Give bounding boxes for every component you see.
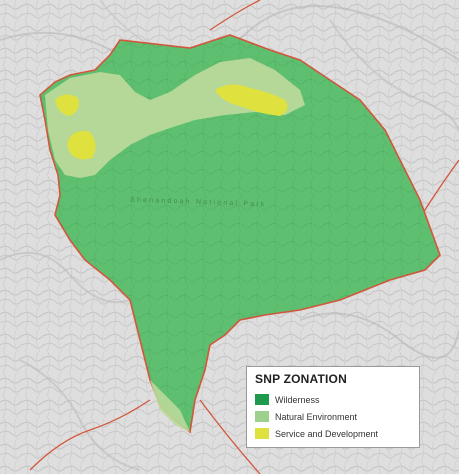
- natural-environment-zone-south: [150, 380, 190, 432]
- legend-label-natural-environment: Natural Environment: [275, 411, 358, 422]
- legend-item-natural-environment: Natural Environment: [255, 409, 411, 424]
- legend-label-wilderness: Wilderness: [275, 394, 320, 405]
- legend-title: SNP ZONATION: [255, 372, 347, 386]
- legend-item-wilderness: Wilderness: [255, 392, 411, 407]
- legend-item-service-development: Service and Development: [255, 426, 411, 441]
- legend-swatch-service-development: [255, 428, 269, 439]
- service-development-zone-1: [55, 94, 79, 116]
- zonation-legend: SNP ZONATION Wilderness Natural Environm…: [246, 366, 420, 448]
- service-development-zone-3: [215, 84, 288, 116]
- service-development-zone-2: [67, 131, 96, 160]
- legend-label-service-development: Service and Development: [275, 428, 379, 439]
- legend-swatch-wilderness: [255, 394, 269, 405]
- park-name-label: Shenandoah National Park: [130, 197, 267, 209]
- legend-swatch-natural-environment: [255, 411, 269, 422]
- road-lines: [29, 0, 459, 474]
